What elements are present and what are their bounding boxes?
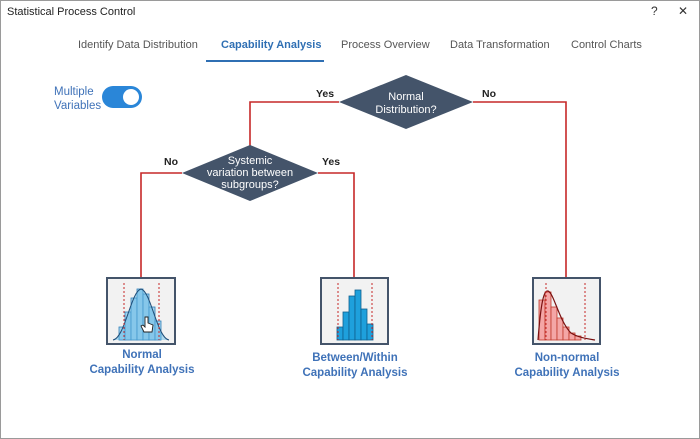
between-within-capability-icon[interactable] (320, 277, 389, 345)
connector-yes-2 (318, 172, 355, 279)
window-title: Statistical Process Control (7, 6, 136, 18)
between-within-label-line2: Capability Analysis (302, 367, 408, 379)
between-within-capability-label[interactable]: Between/Within Capability Analysis (294, 351, 416, 381)
non-normal-label-line2: Capability Analysis (514, 367, 620, 379)
multiple-variables-label: Multiple Variables (54, 86, 102, 112)
tab-capability-analysis[interactable]: Capability Analysis (221, 39, 322, 51)
normal-label-line2: Capability Analysis (89, 364, 195, 376)
close-button[interactable]: ✕ (678, 4, 689, 18)
toggle-knob (123, 89, 139, 105)
decision2-line2: variation between (207, 167, 293, 179)
non-normal-capability-icon[interactable] (532, 277, 601, 345)
decision1-yes-label: Yes (316, 88, 334, 100)
decision2-no-label: No (164, 156, 178, 168)
tab-bar: Identify Data Distribution Capability An… (1, 39, 699, 63)
decision2-line3: subgroups? (221, 179, 279, 191)
decision1-line1: Normal (388, 91, 423, 103)
connector-no-1 (473, 101, 567, 279)
decision2-yes-label: Yes (322, 156, 340, 168)
non-normal-label-line1: Non-normal (534, 352, 600, 364)
normal-capability-icon[interactable] (106, 277, 176, 345)
non-normal-capability-label[interactable]: Non-normal Capability Analysis (506, 351, 628, 381)
multiple-variables-toggle[interactable] (102, 86, 142, 108)
normal-capability-label[interactable]: Normal Capability Analysis (81, 348, 203, 378)
help-button[interactable]: ? (651, 4, 658, 18)
tab-identify-data-distribution[interactable]: Identify Data Distribution (78, 39, 198, 51)
tab-process-overview[interactable]: Process Overview (341, 39, 430, 51)
normal-label-line1: Normal (122, 349, 162, 361)
hand-cursor-icon (140, 316, 154, 333)
decision2-line1: Systemic (228, 155, 273, 167)
decision-normal-distribution[interactable] (339, 75, 473, 129)
between-within-label-line1: Between/Within (312, 352, 398, 364)
active-tab-indicator (206, 60, 324, 62)
tab-data-transformation[interactable]: Data Transformation (450, 39, 550, 51)
tab-control-charts[interactable]: Control Charts (571, 39, 642, 51)
decision1-line2: Distribution? (375, 104, 436, 116)
decision-systemic-variation[interactable] (182, 145, 318, 201)
connector-no-2 (140, 172, 182, 279)
title-bar: Statistical Process Control ? ✕ (1, 1, 699, 23)
decision1-no-label: No (482, 88, 496, 100)
